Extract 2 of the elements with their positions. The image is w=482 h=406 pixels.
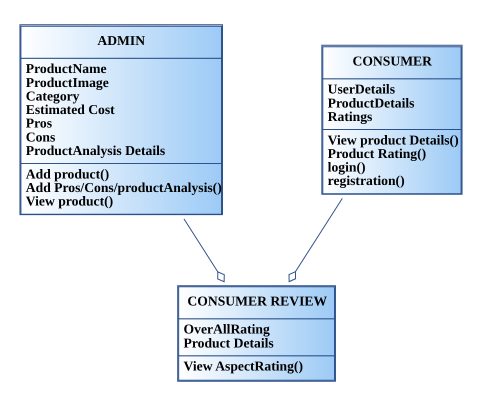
connector — [183, 218, 225, 282]
connector — [288, 198, 343, 282]
